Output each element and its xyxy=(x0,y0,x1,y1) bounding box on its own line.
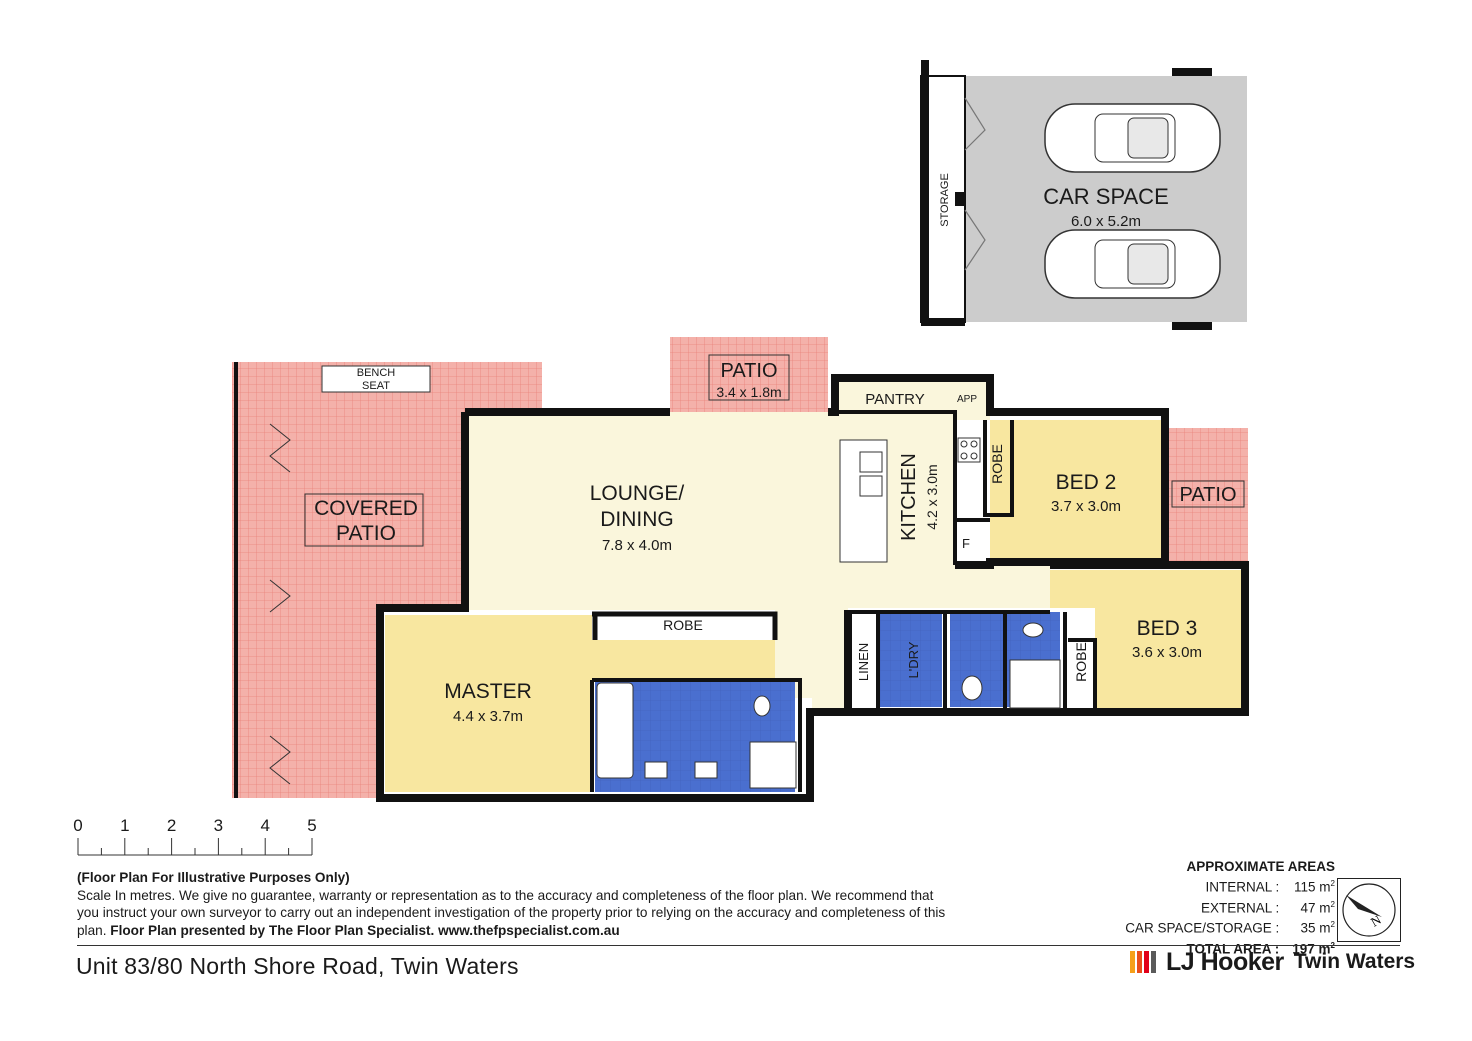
area-row-internal: INTERNAL : 115 m2 xyxy=(1080,875,1335,896)
kitchen-dims: 4.2 x 3.0m xyxy=(924,464,940,529)
area-label: EXTERNAL : xyxy=(1200,900,1280,915)
basin-icon xyxy=(644,675,983,779)
master-label: MASTER xyxy=(444,680,532,703)
lounge-label-2: DINING xyxy=(600,508,674,531)
master-dims: 4.4 x 3.7m xyxy=(453,708,523,725)
patio-right-label: PATIO xyxy=(1179,484,1236,506)
area-value: 197 m xyxy=(1292,941,1331,956)
kitchen-label: KITCHEN xyxy=(898,453,920,541)
walls xyxy=(376,374,1249,802)
bed3-label: BED 3 xyxy=(1137,617,1198,640)
car-icon xyxy=(1044,103,1221,173)
laundry-label: L'DRY xyxy=(906,641,921,678)
scale-label: 2 xyxy=(167,816,176,835)
car-space-dims: 6.0 x 5.2m xyxy=(1071,213,1141,230)
disclaimer: (Floor Plan For Illustrative Purposes On… xyxy=(77,869,957,939)
patio-right: PATIO xyxy=(1168,428,1248,562)
bed3-robe-label: ROBE xyxy=(1073,642,1089,682)
patio-top-dims: 3.4 x 1.8m xyxy=(716,384,781,400)
footer-divider xyxy=(77,945,1400,946)
scale-label: 5 xyxy=(307,816,316,835)
area-unit: 2 xyxy=(1330,920,1335,929)
bedroom-floors xyxy=(385,420,1245,792)
bed2-dims: 3.7 x 3.0m xyxy=(1051,498,1121,515)
brand-name: LJ Hooker xyxy=(1166,947,1284,976)
covered-patio-label-1: COVERED xyxy=(314,497,418,520)
brand-office: Twin Waters xyxy=(1293,950,1416,973)
area-unit: 2 xyxy=(1330,899,1335,909)
cooktop-icon xyxy=(957,437,981,463)
patio-top-label: PATIO xyxy=(720,360,777,382)
area-label: INTERNAL : xyxy=(1205,879,1280,895)
patio-top: PATIO 3.4 x 1.8m xyxy=(670,337,828,415)
area-label: CAR SPACE/STORAGE : xyxy=(1125,920,1280,936)
bathtub-icon xyxy=(596,682,634,779)
areas-heading: APPROXIMATE AREAS xyxy=(1186,859,1335,874)
brand-bars-icon xyxy=(1130,951,1158,973)
living-floor xyxy=(465,378,1050,712)
bench-seat-label-2: SEAT xyxy=(362,380,390,392)
scale-label: 1 xyxy=(120,816,129,835)
interior-walls xyxy=(590,410,1097,792)
bed2-robe-label: ROBE xyxy=(989,444,1005,484)
pantry-label: PANTRY xyxy=(865,391,924,408)
compass-label: N xyxy=(1368,912,1384,930)
car-icon xyxy=(1044,229,1221,299)
toilet-icon xyxy=(753,622,1044,717)
master-robe-label: ROBE xyxy=(663,617,703,633)
area-row-total: TOTAL AREA : 197 m2 xyxy=(1080,937,1335,958)
lounge-dims: 7.8 x 4.0m xyxy=(602,537,672,554)
app-label: APP xyxy=(957,394,977,405)
north-compass-icon: N xyxy=(1337,878,1401,942)
disclaimer-heading: (Floor Plan For Illustrative Purposes On… xyxy=(77,870,350,885)
disclaimer-body: Scale In metres. We give no guarantee, w… xyxy=(77,887,946,938)
shower-icon xyxy=(749,659,1061,789)
brand-bar xyxy=(1137,951,1142,973)
scale-label: 4 xyxy=(260,816,269,835)
lounge-label-1: LOUNGE/ xyxy=(590,482,685,505)
scale-bar: 0 1 2 3 4 5 xyxy=(73,816,317,856)
car-space-label: CAR SPACE xyxy=(1043,184,1169,209)
area-label: TOTAL AREA : xyxy=(1186,941,1280,956)
brand-bar xyxy=(1130,951,1135,973)
scale-label: 3 xyxy=(214,816,223,835)
area-value: 47 m xyxy=(1300,900,1331,915)
brand-bar xyxy=(1144,951,1149,973)
kitchen-island xyxy=(839,439,888,563)
scale-label: 0 xyxy=(73,816,82,835)
linen-label: LINEN xyxy=(856,643,871,681)
brand-logo: LJ Hooker Twin Waters xyxy=(1130,948,1415,976)
brand-bar xyxy=(1151,951,1156,973)
area-unit: 2 xyxy=(1330,879,1335,888)
fridge-label: F xyxy=(962,536,970,551)
bench-seat-label-1: BENCH xyxy=(357,367,396,379)
covered-patio-label-2: PATIO xyxy=(336,522,396,545)
area-value: 115 m xyxy=(1294,879,1331,895)
bed3-dims: 3.6 x 3.0m xyxy=(1132,644,1202,661)
disclaimer-credit: Floor Plan presented by The Floor Plan S… xyxy=(110,922,620,938)
bed2-label: BED 2 xyxy=(1056,471,1117,494)
area-row-car-space: CAR SPACE/STORAGE : 35 m2 xyxy=(1080,916,1335,937)
property-address: Unit 83/80 North Shore Road, Twin Waters xyxy=(76,953,519,979)
area-row-external: EXTERNAL : 47 m2 xyxy=(1080,896,1335,917)
approximate-areas: APPROXIMATE AREAS INTERNAL : 115 m2 EXTE… xyxy=(1080,858,1335,957)
car-space: CAR SPACE 6.0 x 5.2m STORAGE xyxy=(920,60,1247,330)
area-value: 35 m xyxy=(1300,920,1331,936)
storage-label: STORAGE xyxy=(939,173,951,227)
